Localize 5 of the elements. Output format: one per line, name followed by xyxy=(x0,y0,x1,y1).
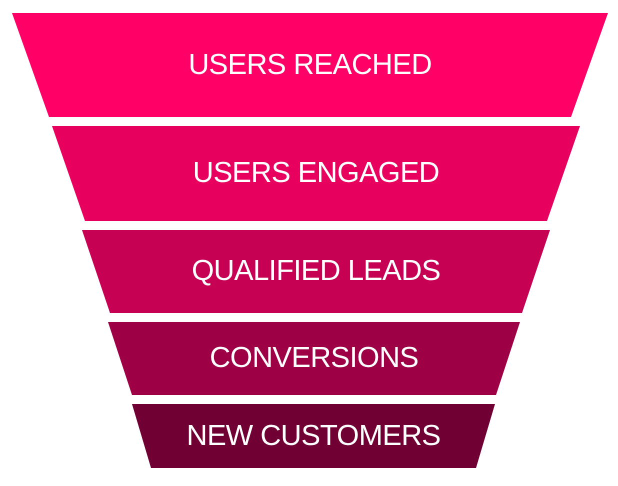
stage-label: CONVERSIONS xyxy=(210,342,418,375)
stage-label: USERS REACHED xyxy=(188,48,432,82)
stage-label: NEW CUSTOMERS xyxy=(186,420,440,452)
stage-label: USERS ENGAGED xyxy=(192,157,440,190)
stage-label: QUALIFIED LEADS xyxy=(192,255,440,288)
